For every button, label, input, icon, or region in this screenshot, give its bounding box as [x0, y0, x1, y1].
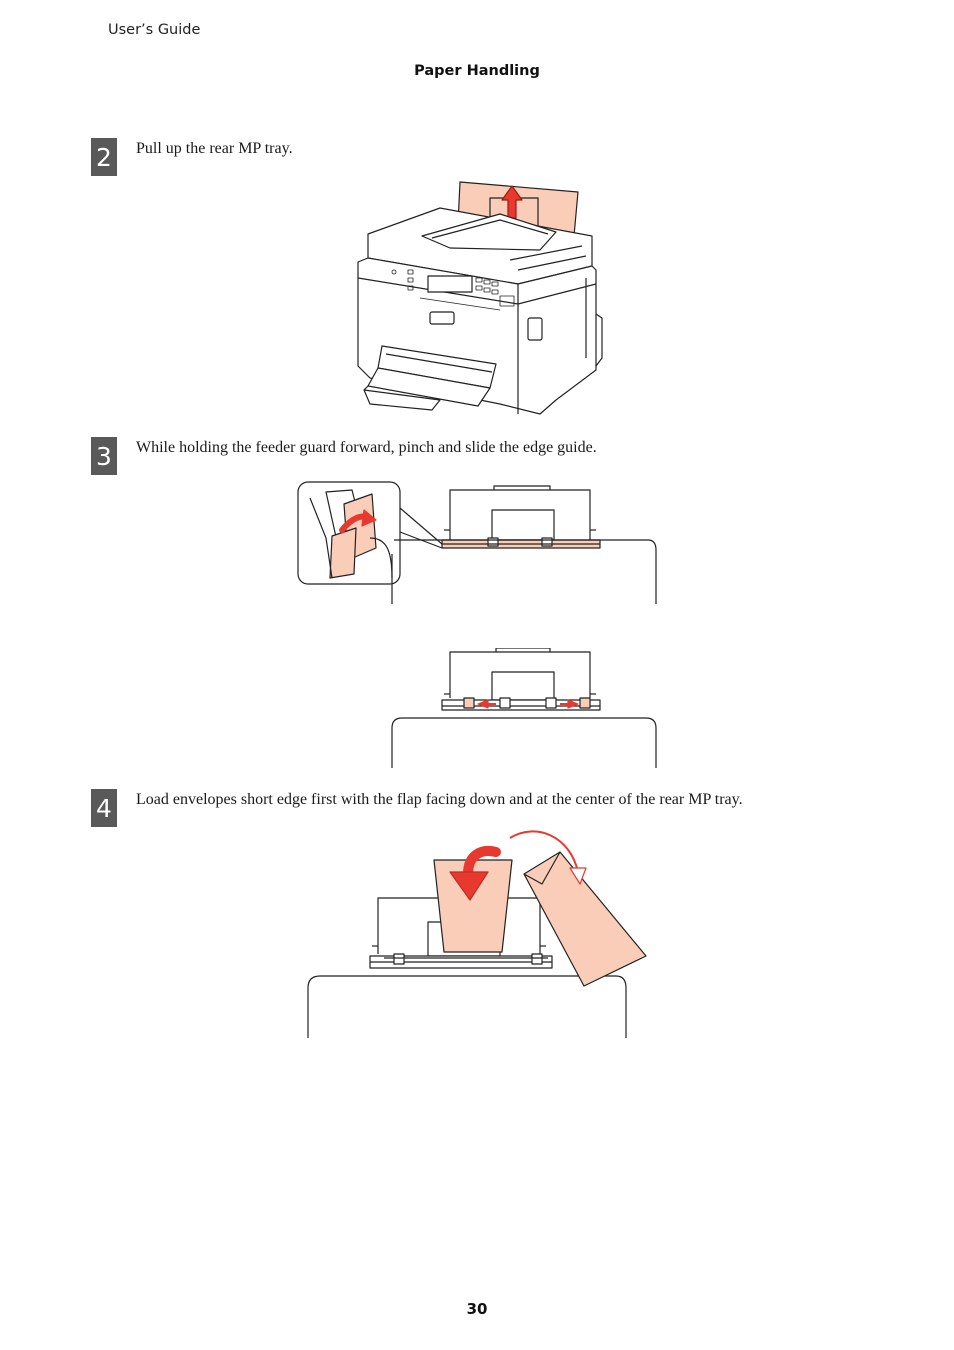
page-number: 30	[466, 1300, 488, 1318]
guide-title: User’s Guide	[108, 22, 201, 38]
step-3-number: 3	[91, 437, 117, 475]
printer-rear-tray-illustration	[357, 181, 603, 415]
step-4-text: Load envelopes short edge first with the…	[136, 791, 743, 808]
step-3-text: While holding the feeder guard forward, …	[136, 439, 597, 456]
step-4-number: 4	[91, 789, 117, 827]
load-envelope-illustration	[307, 830, 647, 1038]
step-2-number: 2	[91, 138, 117, 176]
step-2-text: Pull up the rear MP tray.	[136, 140, 293, 157]
section-title: Paper Handling	[414, 63, 540, 79]
edge-guide-slide-illustration	[391, 648, 657, 768]
edge-guide-pinch-illustration	[297, 481, 657, 604]
